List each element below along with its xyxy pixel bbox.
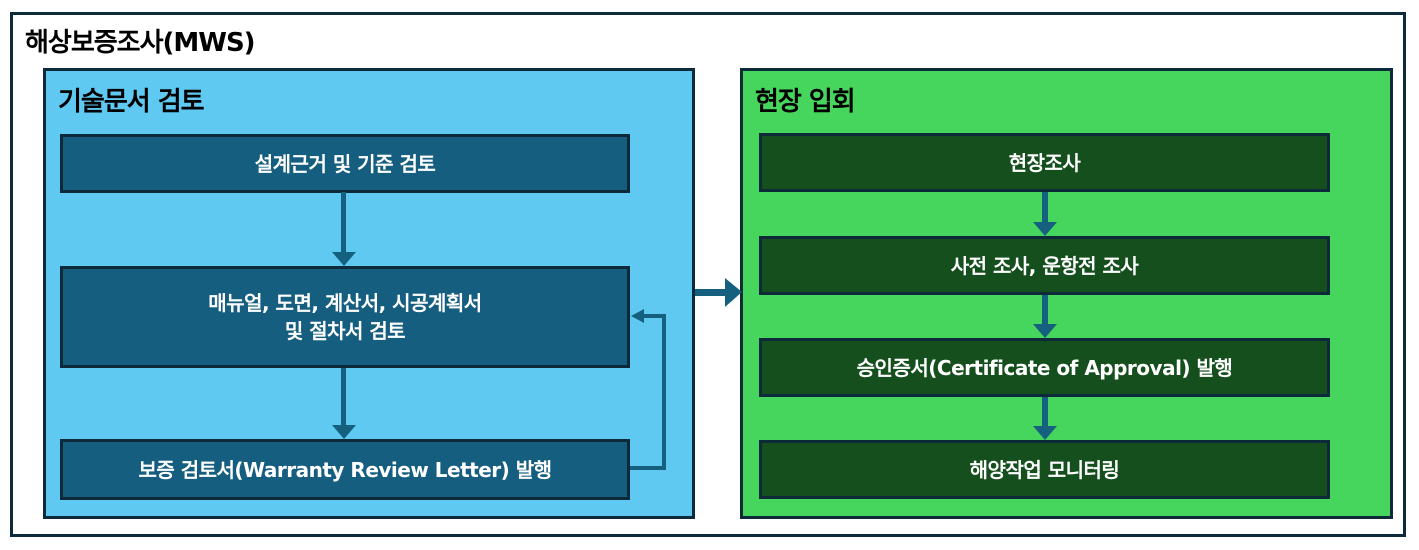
panel-title-technical-review: 기술문서 검토 xyxy=(58,87,205,117)
step-label: 사전 조사, 운항전 조사 xyxy=(950,253,1139,278)
step-manual-drawing-review: 매뉴얼, 도면, 계산서, 시공계획서 및 절차서 검토 xyxy=(60,266,630,368)
step-label: 현장조사 xyxy=(1008,150,1081,175)
step-label: 승인증서(Certificate of Approval) 발행 xyxy=(856,355,1233,380)
step-preliminary-survey: 사전 조사, 운항전 조사 xyxy=(759,236,1330,295)
step-label: 보증 검토서(Warranty Review Letter) 발행 xyxy=(138,457,552,482)
step-site-survey: 현장조사 xyxy=(759,133,1330,192)
step-label: 설계근거 및 기준 검토 xyxy=(254,151,436,176)
diagram-title: 해상보증조사(MWS) xyxy=(25,28,256,58)
step-marine-operation-monitoring: 해양작업 모니터링 xyxy=(759,440,1330,499)
step-label: 해양작업 모니터링 xyxy=(969,457,1120,482)
step-design-basis-review: 설계근거 및 기준 검토 xyxy=(60,134,630,193)
panel-title-site-attendance: 현장 입회 xyxy=(755,87,856,117)
step-certificate-of-approval: 승인증서(Certificate of Approval) 발행 xyxy=(759,338,1330,397)
step-label: 매뉴얼, 도면, 계산서, 시공계획서 및 절차서 검토 xyxy=(208,291,482,343)
step-warranty-review-letter: 보증 검토서(Warranty Review Letter) 발행 xyxy=(60,439,630,500)
